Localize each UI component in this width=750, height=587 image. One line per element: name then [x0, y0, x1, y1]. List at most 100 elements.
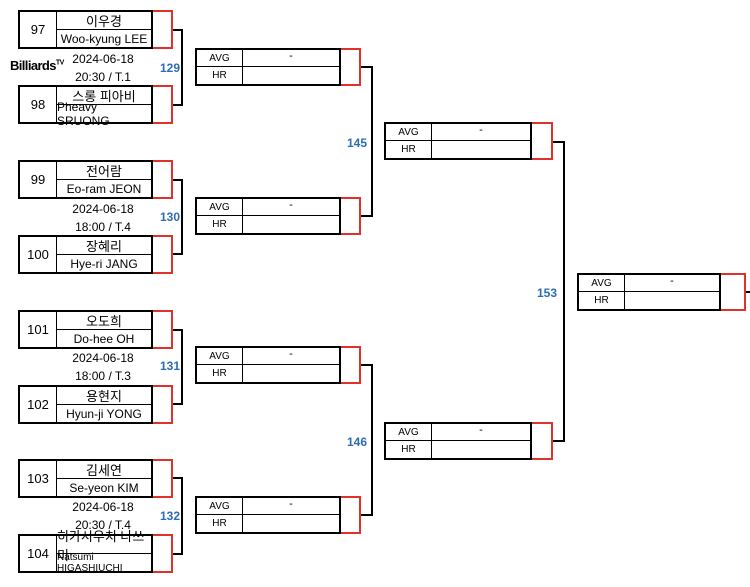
avg-value: - — [243, 50, 339, 67]
player-name-en: Natsumi HIGASHIUCHI — [57, 551, 123, 574]
seed-number: 103 — [20, 461, 57, 496]
billiards-tv-logo: BilliardsTV — [10, 58, 64, 73]
hr-label: HR — [386, 141, 432, 158]
match-time: 20:30 / T.4 — [75, 518, 131, 532]
score-box — [153, 235, 173, 274]
player-name-en: Woo-kyung LEE — [60, 31, 148, 46]
match-time: 18:00 / T.4 — [75, 220, 131, 234]
match-date: 2024-06-18 — [72, 500, 134, 514]
player-card: 101 오도희 Do-hee OH — [18, 310, 153, 349]
player-card: 102 용현지 Hyun-ji YONG — [18, 385, 153, 424]
score-box — [153, 459, 173, 498]
match-date: 2024-06-18 — [72, 351, 134, 365]
player-name-ko: 용현지 — [57, 387, 151, 405]
result-box: AVG HR - — [195, 496, 341, 534]
score-box — [532, 422, 553, 460]
score-box — [153, 10, 173, 49]
player-card: 99 전어람 Eo-ram JEON — [18, 160, 153, 199]
hr-value — [432, 141, 530, 158]
hr-label: HR — [579, 292, 625, 309]
player-card: 98 스롱 피아비 Pheavy SRUONG — [18, 85, 153, 128]
match-number: 130 — [159, 210, 180, 224]
score-box — [341, 496, 361, 534]
score-box — [153, 310, 173, 349]
avg-value: - — [625, 275, 719, 292]
avg-value: - — [243, 348, 339, 365]
score-box — [341, 48, 361, 86]
score-box — [153, 160, 173, 199]
match-time: 18:00 / T.3 — [75, 369, 131, 383]
avg-value: - — [432, 124, 530, 141]
avg-value: - — [432, 424, 530, 441]
player-card: 100 장혜리 Hye-ri JANG — [18, 235, 153, 274]
hr-label: HR — [197, 365, 243, 382]
match-time: 20:30 / T.1 — [75, 70, 131, 84]
player-name-ko: 전어람 — [57, 162, 151, 180]
score-box — [341, 197, 361, 235]
match-number: 146 — [346, 435, 367, 449]
avg-label: AVG — [579, 275, 625, 292]
result-box: AVG HR - — [195, 346, 341, 384]
result-box: AVG HR - — [195, 48, 341, 86]
player-card: 103 김세연 Se-yeon KIM — [18, 459, 153, 498]
seed-number: 102 — [20, 387, 57, 422]
seed-number: 98 — [20, 87, 57, 122]
seed-number: 104 — [20, 536, 57, 571]
avg-value: - — [243, 498, 339, 515]
score-box — [532, 122, 553, 160]
seed-number: 100 — [20, 237, 57, 272]
seed-number: 99 — [20, 162, 57, 197]
hr-value — [243, 216, 339, 233]
avg-label: AVG — [197, 498, 243, 515]
hr-label: HR — [197, 216, 243, 233]
avg-label: AVG — [386, 424, 432, 441]
result-box: AVG HR - — [195, 197, 341, 235]
player-name-en: Pheavy SRUONG — [57, 99, 110, 128]
avg-label: AVG — [197, 50, 243, 67]
result-box: AVG HR - — [577, 273, 721, 311]
match-number: 153 — [536, 286, 557, 300]
hr-label: HR — [386, 441, 432, 458]
logo-text: Billiards — [10, 58, 57, 73]
avg-value: - — [243, 199, 339, 216]
player-name-ko: 이우경 — [57, 12, 151, 30]
player-name-en: Eo-ram JEON — [66, 181, 142, 196]
player-name-en: Hye-ri JANG — [70, 256, 138, 271]
seed-number: 97 — [20, 12, 57, 47]
seed-number: 101 — [20, 312, 57, 347]
hr-value — [243, 67, 339, 84]
avg-label: AVG — [197, 348, 243, 365]
match-date: 2024-06-18 — [72, 52, 134, 66]
match-number: 131 — [159, 359, 180, 373]
player-name-en: Do-hee OH — [73, 331, 135, 346]
hr-value — [243, 515, 339, 532]
hr-label: HR — [197, 515, 243, 532]
avg-label: AVG — [386, 124, 432, 141]
score-box — [153, 385, 173, 424]
player-name-ko: 스롱 피아비 — [57, 87, 151, 105]
match-number: 145 — [346, 136, 367, 150]
player-card: 97 이우경 Woo-kyung LEE — [18, 10, 153, 49]
hr-label: HR — [197, 67, 243, 84]
avg-label: AVG — [197, 199, 243, 216]
hr-value — [625, 292, 719, 309]
player-name-en: Se-yeon KIM — [69, 480, 139, 495]
score-box — [153, 85, 173, 124]
player-name-en: Hyun-ji YONG — [66, 406, 142, 421]
score-box — [341, 346, 361, 384]
player-name-ko: 김세연 — [57, 461, 151, 479]
match-number: 132 — [159, 509, 180, 523]
result-box: AVG HR - — [384, 122, 532, 160]
score-box — [721, 273, 746, 311]
match-number: 129 — [159, 61, 180, 75]
match-date: 2024-06-18 — [72, 202, 134, 216]
player-name-ko: 오도희 — [57, 312, 151, 330]
player-name-ko: 장혜리 — [57, 237, 151, 255]
player-card: 104 히가시우치 나쓰미 Natsumi HIGASHIUCHI — [18, 529, 153, 574]
logo-sup: TV — [55, 59, 64, 67]
hr-value — [243, 365, 339, 382]
result-box: AVG HR - — [384, 422, 532, 460]
hr-value — [432, 441, 530, 458]
score-box — [153, 534, 173, 573]
